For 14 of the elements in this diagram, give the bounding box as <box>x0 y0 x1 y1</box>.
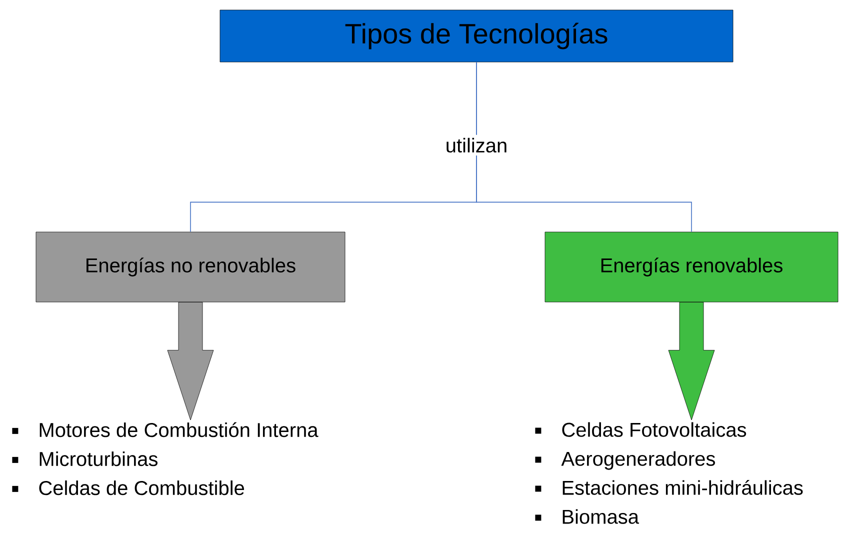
connector-line <box>476 62 692 232</box>
block-arrow <box>167 302 214 420</box>
list-item: Microturbinas <box>40 451 158 466</box>
block-arrow <box>668 302 715 420</box>
list-item: Estaciones mini-hidráulicas <box>562 480 803 495</box>
list-item: Motores de Combustión Interna <box>40 422 318 438</box>
edge-label: utilizan <box>446 138 506 153</box>
list-item: Biomasa <box>562 509 639 524</box>
title-box: Tipos de Tecnologías <box>220 10 734 62</box>
category-box: Energías renovables <box>544 232 838 302</box>
list-item: Celdas Fotovoltaicas <box>562 422 746 437</box>
category-box: Energías no renovables <box>36 232 346 302</box>
list-item: Celdas de Combustible <box>39 480 244 496</box>
list-item: Aerogeneradores <box>561 451 715 470</box>
